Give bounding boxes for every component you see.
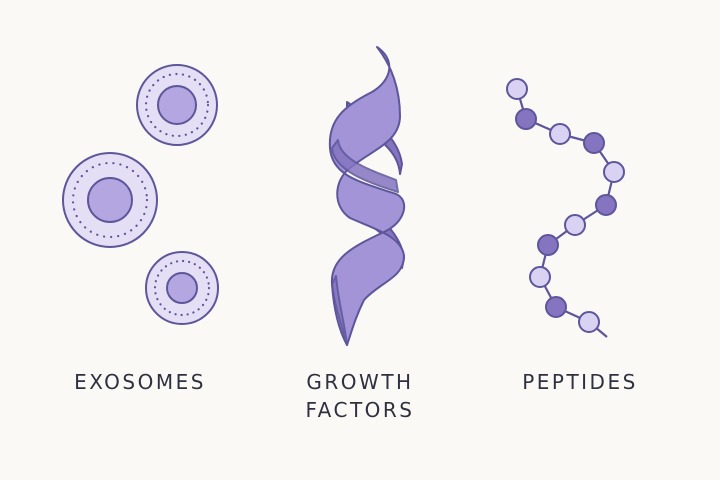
peptide-chain-icon: [506, 78, 625, 338]
label-growth-factors-line1: GROWTH: [306, 370, 414, 394]
exosomes-illustration: [62, 64, 219, 325]
protein-helix-icon: [328, 46, 406, 346]
exosome-vesicle-icon: [145, 251, 219, 325]
label-exosomes: EXOSOMES: [74, 370, 206, 394]
exosome-vesicle-icon: [136, 64, 218, 146]
label-growth-factors-line2: FACTORS: [305, 398, 415, 422]
label-peptides: PEPTIDES: [522, 370, 638, 394]
exosome-vesicle-icon: [62, 152, 158, 248]
label-growth-factors: GROWTH FACTORS: [260, 368, 460, 424]
